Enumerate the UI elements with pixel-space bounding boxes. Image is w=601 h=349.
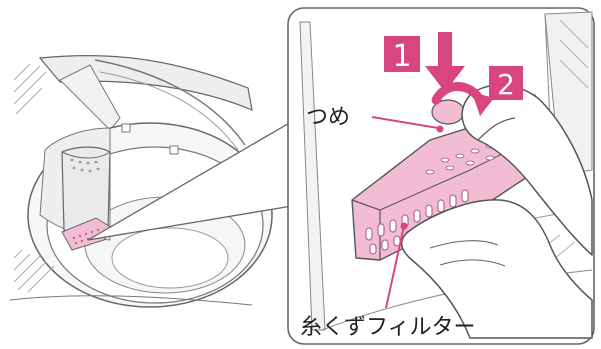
claw-pointer-dot bbox=[436, 125, 444, 133]
step-2-number: 2 bbox=[497, 68, 515, 101]
filter-label: 糸くずフィルター bbox=[300, 315, 476, 340]
step-1-number: 1 bbox=[392, 39, 411, 74]
zoomed-detail-panel: 1 2 つめ 糸くずフィルター bbox=[287, 7, 595, 345]
filter-pointer-dot bbox=[400, 222, 408, 230]
step-1-arrow bbox=[425, 32, 465, 92]
lower-hand bbox=[400, 199, 593, 339]
step-2-badge: 2 bbox=[489, 66, 523, 101]
claw-label: つめ bbox=[306, 105, 350, 130]
step-1-badge: 1 bbox=[384, 36, 420, 74]
upper-hand bbox=[461, 84, 593, 256]
